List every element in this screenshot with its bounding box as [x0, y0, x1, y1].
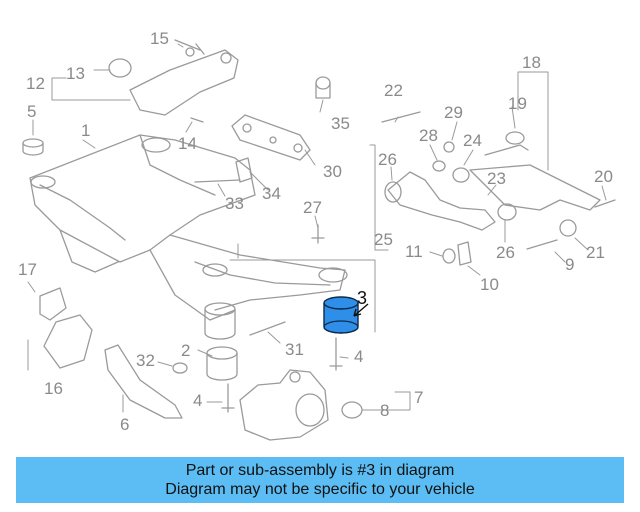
callout-7: 7	[414, 388, 423, 407]
callout-25: 25	[374, 230, 393, 249]
stay-bracket-drawing	[104, 344, 183, 419]
callout-23: 23	[487, 169, 506, 188]
callout-6: 6	[120, 415, 129, 434]
knuckle-drawing	[239, 369, 329, 441]
bolt-drawing	[190, 117, 204, 123]
callout-2: 2	[181, 341, 190, 360]
callout-21: 21	[586, 243, 605, 262]
bolt-drawing	[221, 383, 235, 413]
callout-26-lower: 26	[496, 243, 515, 262]
callout-29: 29	[444, 103, 463, 122]
callout-8: 8	[380, 401, 389, 420]
nut-drawing	[172, 362, 188, 374]
callout-1: 1	[81, 121, 90, 140]
link-bar-drawing	[231, 114, 311, 161]
upper-arm-drawing	[108, 47, 239, 116]
callout-4-lower: 4	[193, 391, 202, 410]
bracket-drawing	[235, 157, 253, 183]
callout-28: 28	[419, 126, 438, 145]
banner-line-1: Part or sub-assembly is #3 in diagram	[185, 462, 455, 479]
callout-22: 22	[384, 81, 403, 100]
mount-drawing	[315, 76, 331, 99]
bolt-drawing	[329, 337, 343, 371]
callout-19: 19	[508, 94, 527, 113]
bolt-drawing	[249, 321, 286, 336]
highlighted-part-3[interactable]	[323, 296, 369, 334]
rear-subframe-drawing	[29, 134, 348, 321]
washer-drawing	[22, 138, 44, 156]
callout-13: 13	[66, 64, 85, 83]
bolt-drawing	[174, 39, 205, 55]
callout-18: 18	[522, 53, 541, 72]
callout-4-upper: 4	[354, 347, 363, 366]
callout-30: 30	[323, 162, 342, 181]
callout-16: 16	[44, 379, 63, 398]
callout-24: 24	[463, 131, 482, 150]
callout-5: 5	[27, 102, 36, 121]
callout-15: 15	[150, 29, 169, 48]
callout-32: 32	[136, 351, 155, 370]
callout-9: 9	[565, 255, 574, 274]
mount-bracket-drawing	[39, 287, 93, 369]
callout-11: 11	[405, 242, 423, 261]
bolt-drawing	[194, 179, 241, 183]
callout-20: 20	[594, 167, 613, 186]
callout-34: 34	[262, 184, 281, 203]
lower-arm-drawing	[384, 144, 601, 231]
info-banner: Part or sub-assembly is #3 in diagram Di…	[16, 457, 624, 503]
callout-14: 14	[178, 134, 197, 153]
hardware-drawing	[381, 111, 616, 266]
callout-leader-lines	[27, 43, 607, 413]
callout-35: 35	[331, 114, 350, 133]
callout-27: 27	[303, 198, 322, 217]
callout-33: 33	[225, 194, 244, 213]
callout-3: 3	[357, 288, 367, 308]
bushing-drawing	[204, 302, 238, 381]
callout-26-upper: 26	[378, 150, 397, 169]
callout-10: 10	[480, 275, 499, 294]
bushing-drawing	[341, 401, 363, 419]
exploded-parts-diagram: 15 13 12 5 1 14 35 30 34 33 27 3 17 2 31…	[18, 29, 616, 441]
callout-31: 31	[285, 340, 304, 359]
banner-line-2: Diagram may not be specific to your vehi…	[165, 481, 475, 498]
callout-12: 12	[26, 74, 45, 93]
callout-17: 17	[18, 260, 37, 279]
